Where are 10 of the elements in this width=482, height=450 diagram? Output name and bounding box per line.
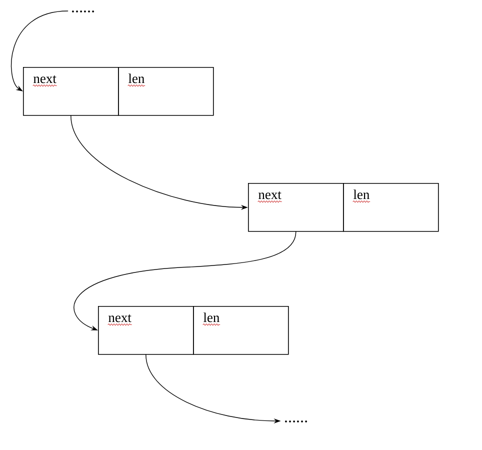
list-cell: next bbox=[248, 183, 344, 232]
list-cell: len bbox=[343, 183, 439, 232]
curved-arrow bbox=[74, 231, 296, 330]
list-cell: next bbox=[23, 67, 119, 116]
list-cell: len bbox=[193, 306, 289, 355]
list-cell: len bbox=[118, 67, 214, 116]
curved-arrow bbox=[10, 10, 68, 92]
ellipsis: …… bbox=[285, 420, 308, 422]
list-cell: next bbox=[98, 306, 194, 355]
ellipsis: …… bbox=[72, 10, 94, 12]
